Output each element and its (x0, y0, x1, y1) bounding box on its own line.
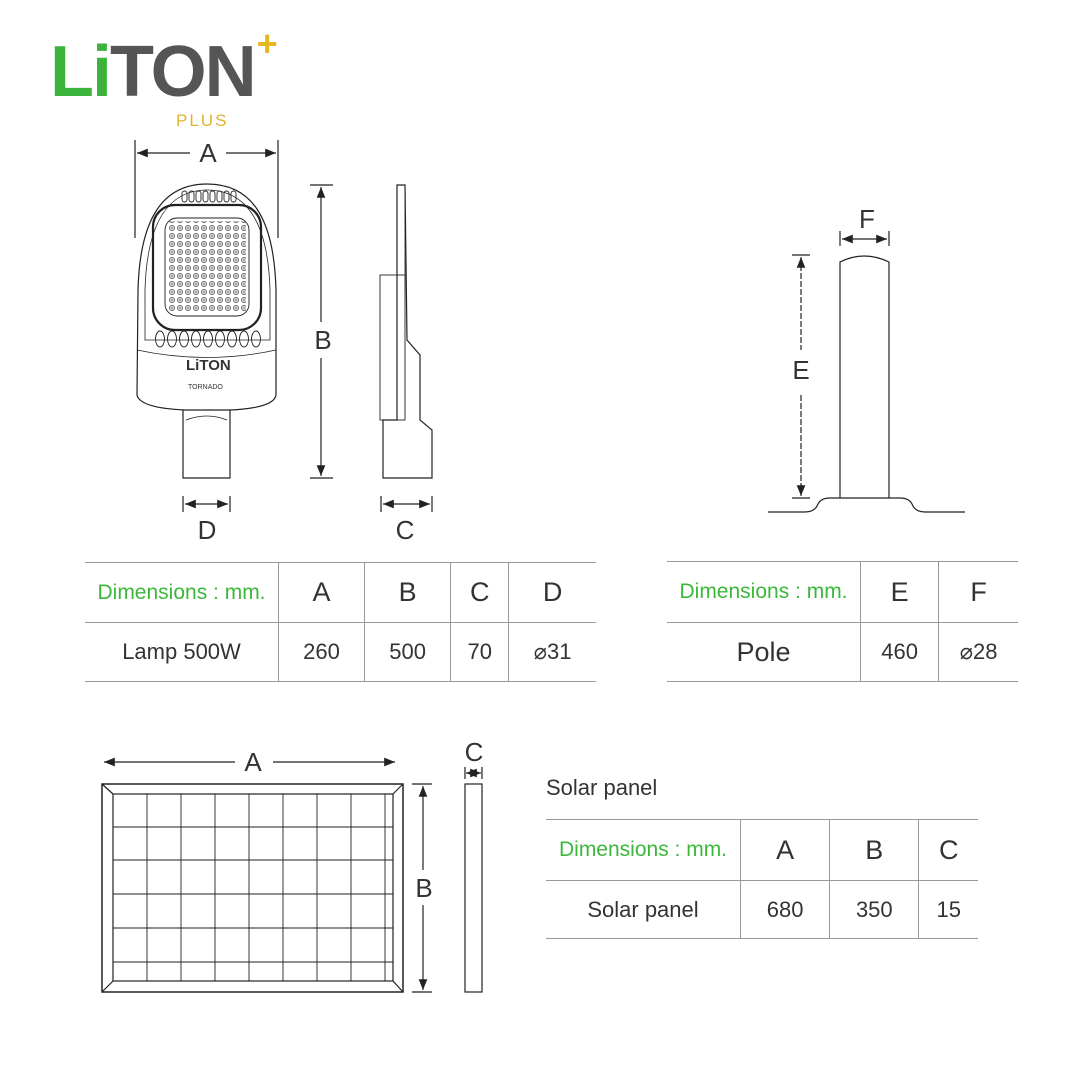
header-cell: Dimensions : mm. (546, 819, 741, 881)
panel-label-c: C (464, 737, 484, 767)
lamp-dimensions-table: Dimensions : mm. A B C D Lamp 500W 260 5… (85, 562, 596, 682)
lamp-label-d: D (197, 515, 217, 545)
cell: ⌀31 (508, 622, 596, 682)
logo-grey-text: TON (109, 32, 257, 112)
cell: Pole (667, 622, 861, 682)
pole-label-f: F (859, 204, 875, 234)
cell: 70 (450, 622, 509, 682)
table-row: Pole 460 ⌀28 (667, 622, 1018, 682)
header-cell: B (829, 819, 919, 881)
header-cell: A (739, 819, 830, 881)
cell: 680 (739, 880, 830, 939)
lamp-label-a: A (199, 138, 217, 168)
brand-logo: LiTON (50, 36, 257, 108)
header-cell: C (450, 562, 509, 623)
header-cell: A (277, 562, 365, 623)
cell: 460 (859, 622, 939, 682)
lamp-brand-text: LiTON (186, 357, 231, 374)
pole-label-e: E (792, 355, 810, 385)
table-header-row: Dimensions : mm. E F (667, 561, 1018, 623)
header-cell: E (859, 561, 939, 623)
cell: 350 (829, 880, 919, 939)
solar-panel-drawing (101, 757, 483, 993)
pole-dimensions-table: Dimensions : mm. E F Pole 460 ⌀28 (667, 561, 1018, 682)
cell: 260 (277, 622, 365, 682)
header-cell: F (938, 561, 1018, 623)
logo-green-text: Li (50, 32, 112, 112)
header-cell: B (364, 562, 451, 623)
cell: Lamp 500W (85, 622, 279, 682)
table-row: Lamp 500W 260 500 70 ⌀31 (85, 622, 596, 682)
lamp-label-c: C (395, 515, 415, 545)
cell: 500 (364, 622, 451, 682)
lamp-model-text: TORNADO (188, 384, 223, 391)
header-cell: C (918, 819, 978, 881)
lamp-side-view (379, 184, 433, 512)
solar-dimensions-table: Dimensions : mm. A B C Solar panel 680 3… (546, 819, 978, 939)
pole-drawing (768, 231, 965, 513)
logo-plus-text: PLUS (176, 111, 229, 130)
logo-plus-icon: + (256, 23, 278, 64)
table-header-row: Dimensions : mm. A B C D (85, 562, 596, 623)
panel-label-b: B (415, 873, 433, 903)
cell: Solar panel (546, 880, 741, 939)
lamp-front-view (134, 140, 333, 512)
lamp-label-b: B (314, 325, 332, 355)
table-row: Solar panel 680 350 15 (546, 880, 978, 939)
header-cell: Dimensions : mm. (667, 561, 861, 623)
table-header-row: Dimensions : mm. A B C (546, 819, 978, 881)
header-cell: Dimensions : mm. (85, 562, 279, 623)
header-cell: D (508, 562, 596, 623)
cell: ⌀28 (938, 622, 1018, 682)
cell: 15 (918, 880, 978, 939)
brand-logo-row: LiTON + (50, 26, 278, 109)
solar-panel-title: Solar panel (546, 775, 658, 800)
panel-label-a: A (244, 747, 262, 777)
